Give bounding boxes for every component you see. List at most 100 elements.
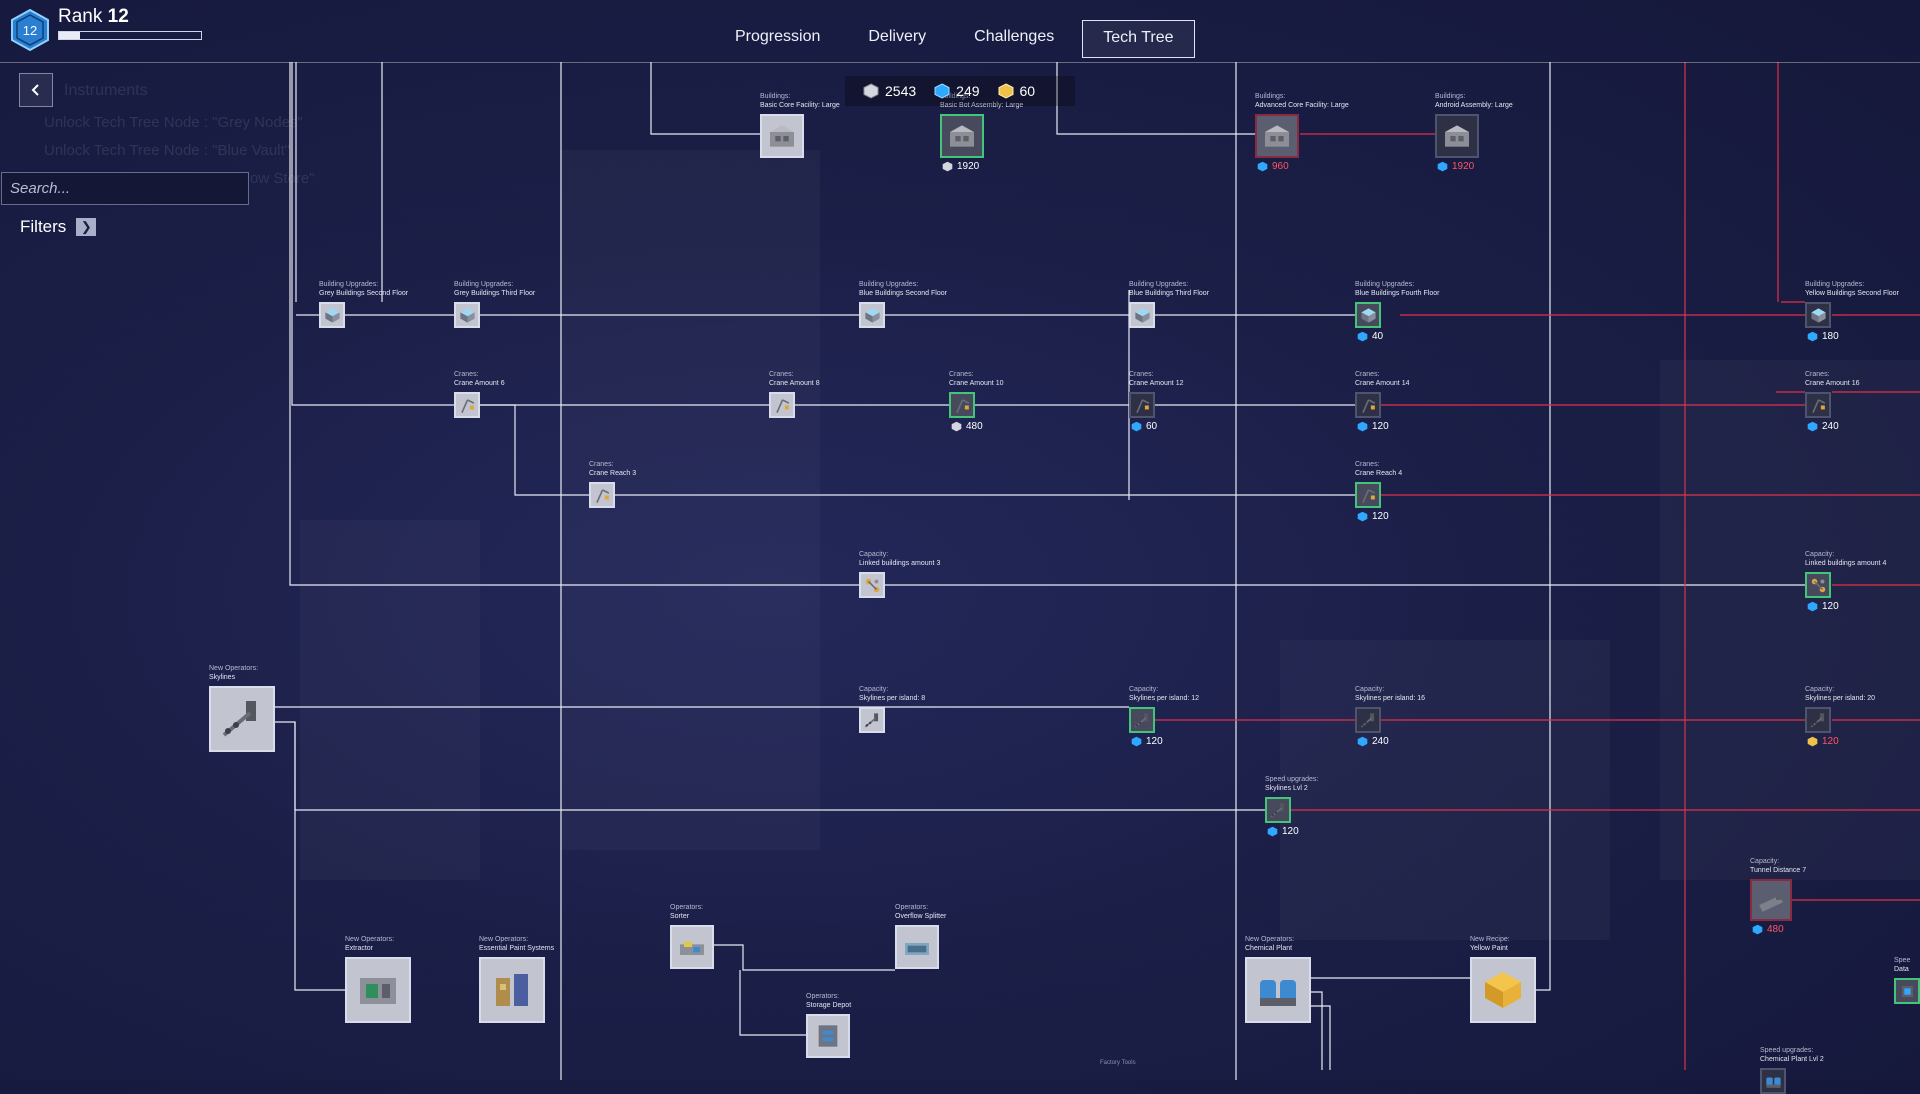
cost-amount: 60 xyxy=(1146,421,1158,432)
floor-icon xyxy=(319,302,345,328)
filters-toggle[interactable]: Filters ❯ xyxy=(20,217,97,237)
tech-node-label: Building Upgrades:Yellow Buildings Secon… xyxy=(1805,280,1920,298)
tech-node-essential-paint-systems[interactable]: New Operators:Essential Paint Systems xyxy=(479,936,554,1023)
tech-node-cost: 120 xyxy=(1807,736,1839,747)
tech-node-storage-depot[interactable]: Operators:Storage Depot xyxy=(806,993,851,1058)
tech-node-cost: 60 xyxy=(1131,421,1157,432)
filters-label: Filters xyxy=(20,217,67,236)
floor-icon xyxy=(1805,302,1831,328)
tech-node-extractor[interactable]: New Operators: Extractor xyxy=(345,936,411,1023)
tab-tech-tree[interactable]: Tech Tree xyxy=(1082,20,1195,58)
back-button[interactable] xyxy=(19,73,53,107)
tech-node-chemical-plant[interactable]: New Operators:Chemical Plant xyxy=(1245,936,1311,1023)
tech-node-label: Capacity:Linked buildings amount 4 xyxy=(1805,550,1920,568)
tech-node-category: Cranes: xyxy=(1129,371,1154,378)
tech-node-skylines[interactable]: New Operators:Skylines xyxy=(209,665,275,752)
tech-node-title: Skylines per island: 8 xyxy=(859,695,926,702)
blue-shape-currency-icon xyxy=(1807,601,1818,612)
tech-node-title: Blue Buildings Third Floor xyxy=(1129,290,1210,297)
cost-amount: 120 xyxy=(1282,826,1299,837)
chevron-right-icon: ❯ xyxy=(76,218,97,236)
grey-shape-currency-icon xyxy=(951,421,962,432)
tech-node-category: Operators: xyxy=(806,993,840,1000)
svg-text:12: 12 xyxy=(23,23,37,38)
rank-badge-icon: 12 xyxy=(11,8,49,52)
tech-node-category: New Recipe: xyxy=(1470,936,1510,943)
tech-node-crane-amount-8[interactable]: Cranes:Crane Amount 8 xyxy=(769,371,820,418)
tech-node-label: Cranes:Crane Amount 14 xyxy=(1355,370,1505,388)
grey-currency-amount: 2543 xyxy=(885,83,917,99)
tech-node-blue-buildings-fourth-floor[interactable]: Building Upgrades:Blue Buildings Fourth … xyxy=(1355,281,1439,342)
tech-node-category: Cranes: xyxy=(1355,371,1380,378)
skyline-icon xyxy=(859,707,885,733)
tech-node-yellow-paint[interactable]: New Recipe:Yellow Paint xyxy=(1470,936,1536,1023)
tech-node-category: New Operators: xyxy=(345,936,395,943)
connection-line xyxy=(650,62,760,135)
skyline-icon xyxy=(1355,707,1381,733)
tech-node-chemical-plant-lvl-2[interactable]: Speed upgrades:Chemical Plant Lvl 2 xyxy=(1760,1047,1824,1094)
cost-amount: 1920 xyxy=(1452,161,1475,172)
tech-node-title: Android Assembly: Large xyxy=(1435,102,1513,109)
crane-icon xyxy=(769,392,795,418)
tech-node-category: Speed upgrades: xyxy=(1265,776,1319,783)
search-input[interactable] xyxy=(1,172,249,205)
tech-node-grey-buildings-third-floor[interactable]: Building Upgrades:Grey Buildings Third F… xyxy=(454,281,535,328)
tech-node-category: Capacity: xyxy=(859,551,889,558)
tech-node-category: Capacity: xyxy=(1355,686,1385,693)
data-icon xyxy=(1894,978,1920,1004)
floor-icon xyxy=(1129,302,1155,328)
tech-node-label: Buildings:Basic Core Facility: Large xyxy=(760,92,910,110)
tab-delivery[interactable]: Delivery xyxy=(868,28,927,45)
tech-node-label: New Operators: Extractor xyxy=(345,935,495,953)
tech-node-overflow-splitter[interactable]: Operators:Overflow Splitter xyxy=(895,904,946,969)
tech-node-crane-reach-3[interactable]: Cranes:Crane Reach 3 xyxy=(589,461,636,508)
tech-node-category: Cranes: xyxy=(1355,461,1380,468)
tech-node-basic-core-facility-large[interactable]: Buildings:Basic Core Facility: Large xyxy=(760,93,840,158)
tech-node-grey-buildings-second-floor[interactable]: Building Upgrades:Grey Buildings Second … xyxy=(319,281,408,328)
paint-icon xyxy=(479,957,545,1023)
blue-shape-currency-icon xyxy=(1357,331,1368,342)
tech-node-title: Crane Amount 8 xyxy=(769,380,820,387)
building-icon xyxy=(1255,114,1299,158)
tech-node-category: Spee xyxy=(1894,957,1911,964)
tech-node-title: Extractor xyxy=(345,945,374,952)
tech-node-cost: 120 xyxy=(1131,736,1163,747)
tab-challenges[interactable]: Challenges xyxy=(974,28,1055,45)
blue-shape-currency-icon xyxy=(1267,826,1278,837)
tab-progression[interactable]: Progression xyxy=(735,28,821,45)
tech-node-linked-buildings-3[interactable]: Capacity:Linked buildings amount 3 xyxy=(859,551,940,598)
tech-node-blue-buildings-third-floor[interactable]: Building Upgrades:Blue Buildings Third F… xyxy=(1129,281,1209,328)
tech-node-label: Operators:Storage Depot xyxy=(806,992,956,1010)
footer-label: Factory Tools xyxy=(1100,1060,1136,1066)
tech-node-category: Capacity: xyxy=(1750,858,1780,865)
tech-node-title: Crane Amount 12 xyxy=(1129,380,1184,387)
tech-node-category: Operators: xyxy=(670,904,704,911)
tech-node-sorter[interactable]: Operators:Sorter xyxy=(670,904,714,969)
tech-node-blue-buildings-second-floor[interactable]: Building Upgrades:Blue Buildings Second … xyxy=(859,281,947,328)
tech-node-crane-amount-6[interactable]: Cranes:Crane Amount 6 xyxy=(454,371,505,418)
tech-node-cost: 480 xyxy=(951,421,983,432)
blue-shape-currency-icon xyxy=(1131,421,1142,432)
tech-node-crane-amount-12[interactable]: Cranes: Crane Amount 12 60 xyxy=(1129,371,1183,432)
tech-node-title: Basic Core Facility: Large xyxy=(760,102,840,109)
tech-node-skylines-per-island-8[interactable]: Capacity:Skylines per island: 8 xyxy=(859,686,925,733)
tech-node-cost: 180 xyxy=(1807,331,1839,342)
main-tabs: Progression Delivery Challenges Tech Tre… xyxy=(715,20,1203,58)
tech-node-title: Tunnel Distance 7 xyxy=(1750,867,1807,874)
tech-node-yellow-buildings-second-floor[interactable]: Building Upgrades:Yellow Buildings Secon… xyxy=(1805,281,1899,342)
